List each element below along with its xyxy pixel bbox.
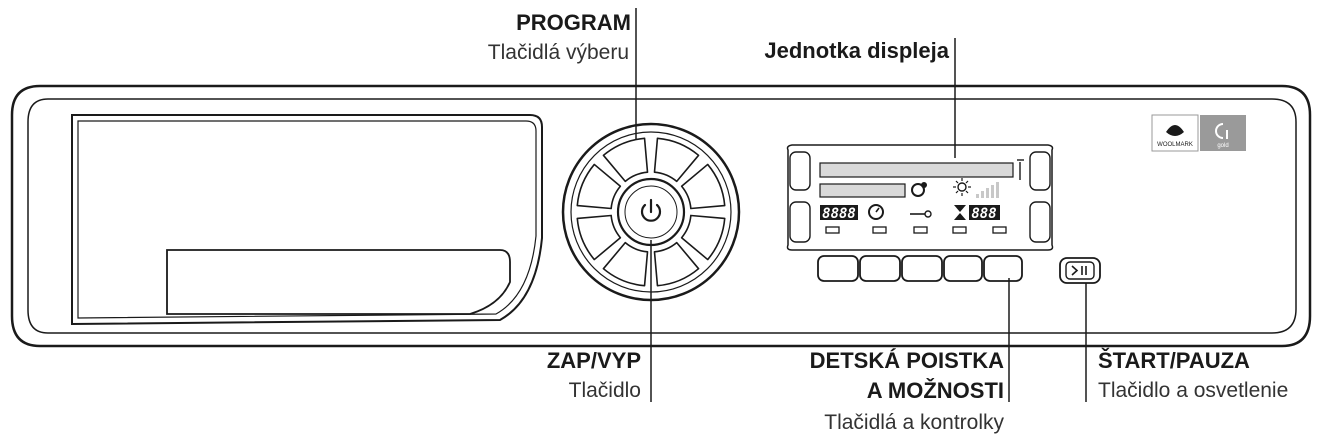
dial-segment-1[interactable] bbox=[653, 137, 700, 183]
secondary-bar bbox=[819, 183, 906, 198]
display-unit: 8888 888 bbox=[786, 144, 1054, 251]
gold-text: gold bbox=[1217, 143, 1228, 149]
panel-inner-outline bbox=[27, 98, 1297, 334]
key-icon bbox=[910, 210, 932, 218]
dial-segment-5[interactable] bbox=[602, 241, 649, 287]
option-button-4 bbox=[943, 255, 983, 282]
onoff-subtitle: Tlačidlo bbox=[568, 379, 641, 402]
digits-left: 8888 bbox=[822, 206, 856, 222]
time-icon bbox=[868, 204, 884, 220]
dial-segment-6[interactable] bbox=[576, 214, 622, 261]
indicator-leds bbox=[825, 226, 1007, 234]
display-side-key[interactable] bbox=[789, 201, 811, 243]
woolmark-logo: WOOLMARK bbox=[1151, 114, 1199, 152]
onoff-title: ZAP/VYP bbox=[546, 348, 641, 373]
leader-lines bbox=[635, 8, 1087, 402]
program-subtitle: Tlačidlá výberu bbox=[487, 41, 629, 64]
hourglass-icon bbox=[954, 205, 966, 220]
option-buttons[interactable] bbox=[817, 255, 1023, 282]
dial-segment-3[interactable] bbox=[680, 214, 726, 261]
program-title: PROGRAM bbox=[516, 10, 631, 35]
sun-icon bbox=[953, 178, 971, 196]
option-button-1 bbox=[817, 255, 859, 282]
digits-right: 888 bbox=[971, 206, 996, 222]
woolmark-text: WOOLMARK bbox=[1157, 142, 1193, 148]
gold-badge: gold bbox=[1200, 115, 1246, 151]
play-pause-icon bbox=[1071, 265, 1087, 276]
cotton-icon bbox=[911, 182, 927, 197]
display-side-key[interactable] bbox=[1029, 201, 1051, 243]
panel-outline bbox=[10, 84, 1312, 348]
dial-segment-7[interactable] bbox=[576, 163, 622, 210]
dial-segment-4[interactable] bbox=[653, 241, 700, 287]
display-title: Jednotka displeja bbox=[764, 38, 949, 63]
power-icon[interactable] bbox=[640, 198, 662, 222]
childlock-subtitle: Tlačidlá a kontrolky bbox=[824, 411, 1004, 434]
option-button-5 bbox=[983, 255, 1023, 282]
start-pause-button[interactable] bbox=[1059, 257, 1101, 284]
childlock-title-line2: A MOŽNOSTI bbox=[866, 378, 1004, 403]
option-button-3 bbox=[901, 255, 943, 282]
start-subtitle: Tlačidlo a osvetlenie bbox=[1098, 379, 1289, 402]
start-title: ŠTART/PAUZA bbox=[1098, 348, 1250, 373]
display-side-key[interactable] bbox=[789, 151, 811, 191]
childlock-title-line1: DETSKÁ POISTKA bbox=[809, 348, 1004, 373]
option-button-2 bbox=[859, 255, 901, 282]
dial-segment-8[interactable] bbox=[602, 137, 649, 183]
detergent-drawer[interactable] bbox=[71, 114, 543, 326]
dial-segment-2[interactable] bbox=[680, 163, 726, 210]
display-side-key[interactable] bbox=[1029, 151, 1051, 191]
temp-pin-icon bbox=[1017, 159, 1024, 180]
program-name-bar bbox=[819, 162, 1014, 178]
signal-bars-icon bbox=[976, 182, 999, 198]
